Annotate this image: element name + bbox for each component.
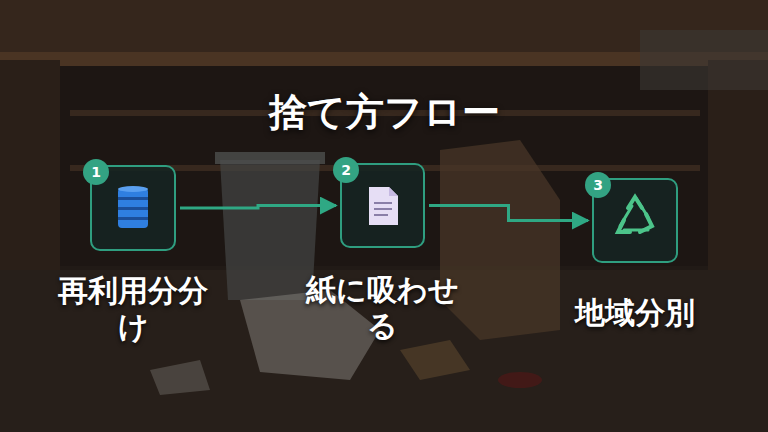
step-label: 地域分別 bbox=[547, 295, 723, 331]
step-number-badge: 2 bbox=[333, 157, 359, 183]
flow-arrow bbox=[180, 206, 336, 209]
step-box: 再利用分分け1 bbox=[90, 165, 176, 251]
callout-number: 2 bbox=[341, 163, 351, 177]
step-label: 紙に吸わせる bbox=[295, 272, 471, 344]
flow-arrow bbox=[429, 206, 588, 221]
step-box: 地域分別3 bbox=[592, 178, 678, 263]
callout-number: 3 bbox=[593, 178, 603, 192]
step-box: 紙に吸わせる2 bbox=[340, 163, 425, 248]
callout-number: 1 bbox=[91, 165, 101, 179]
step-number-badge: 1 bbox=[83, 159, 109, 185]
step-label: 再利用分分け bbox=[45, 273, 221, 345]
step-number-badge: 3 bbox=[585, 172, 611, 198]
title: 捨て方フロー bbox=[0, 90, 768, 136]
